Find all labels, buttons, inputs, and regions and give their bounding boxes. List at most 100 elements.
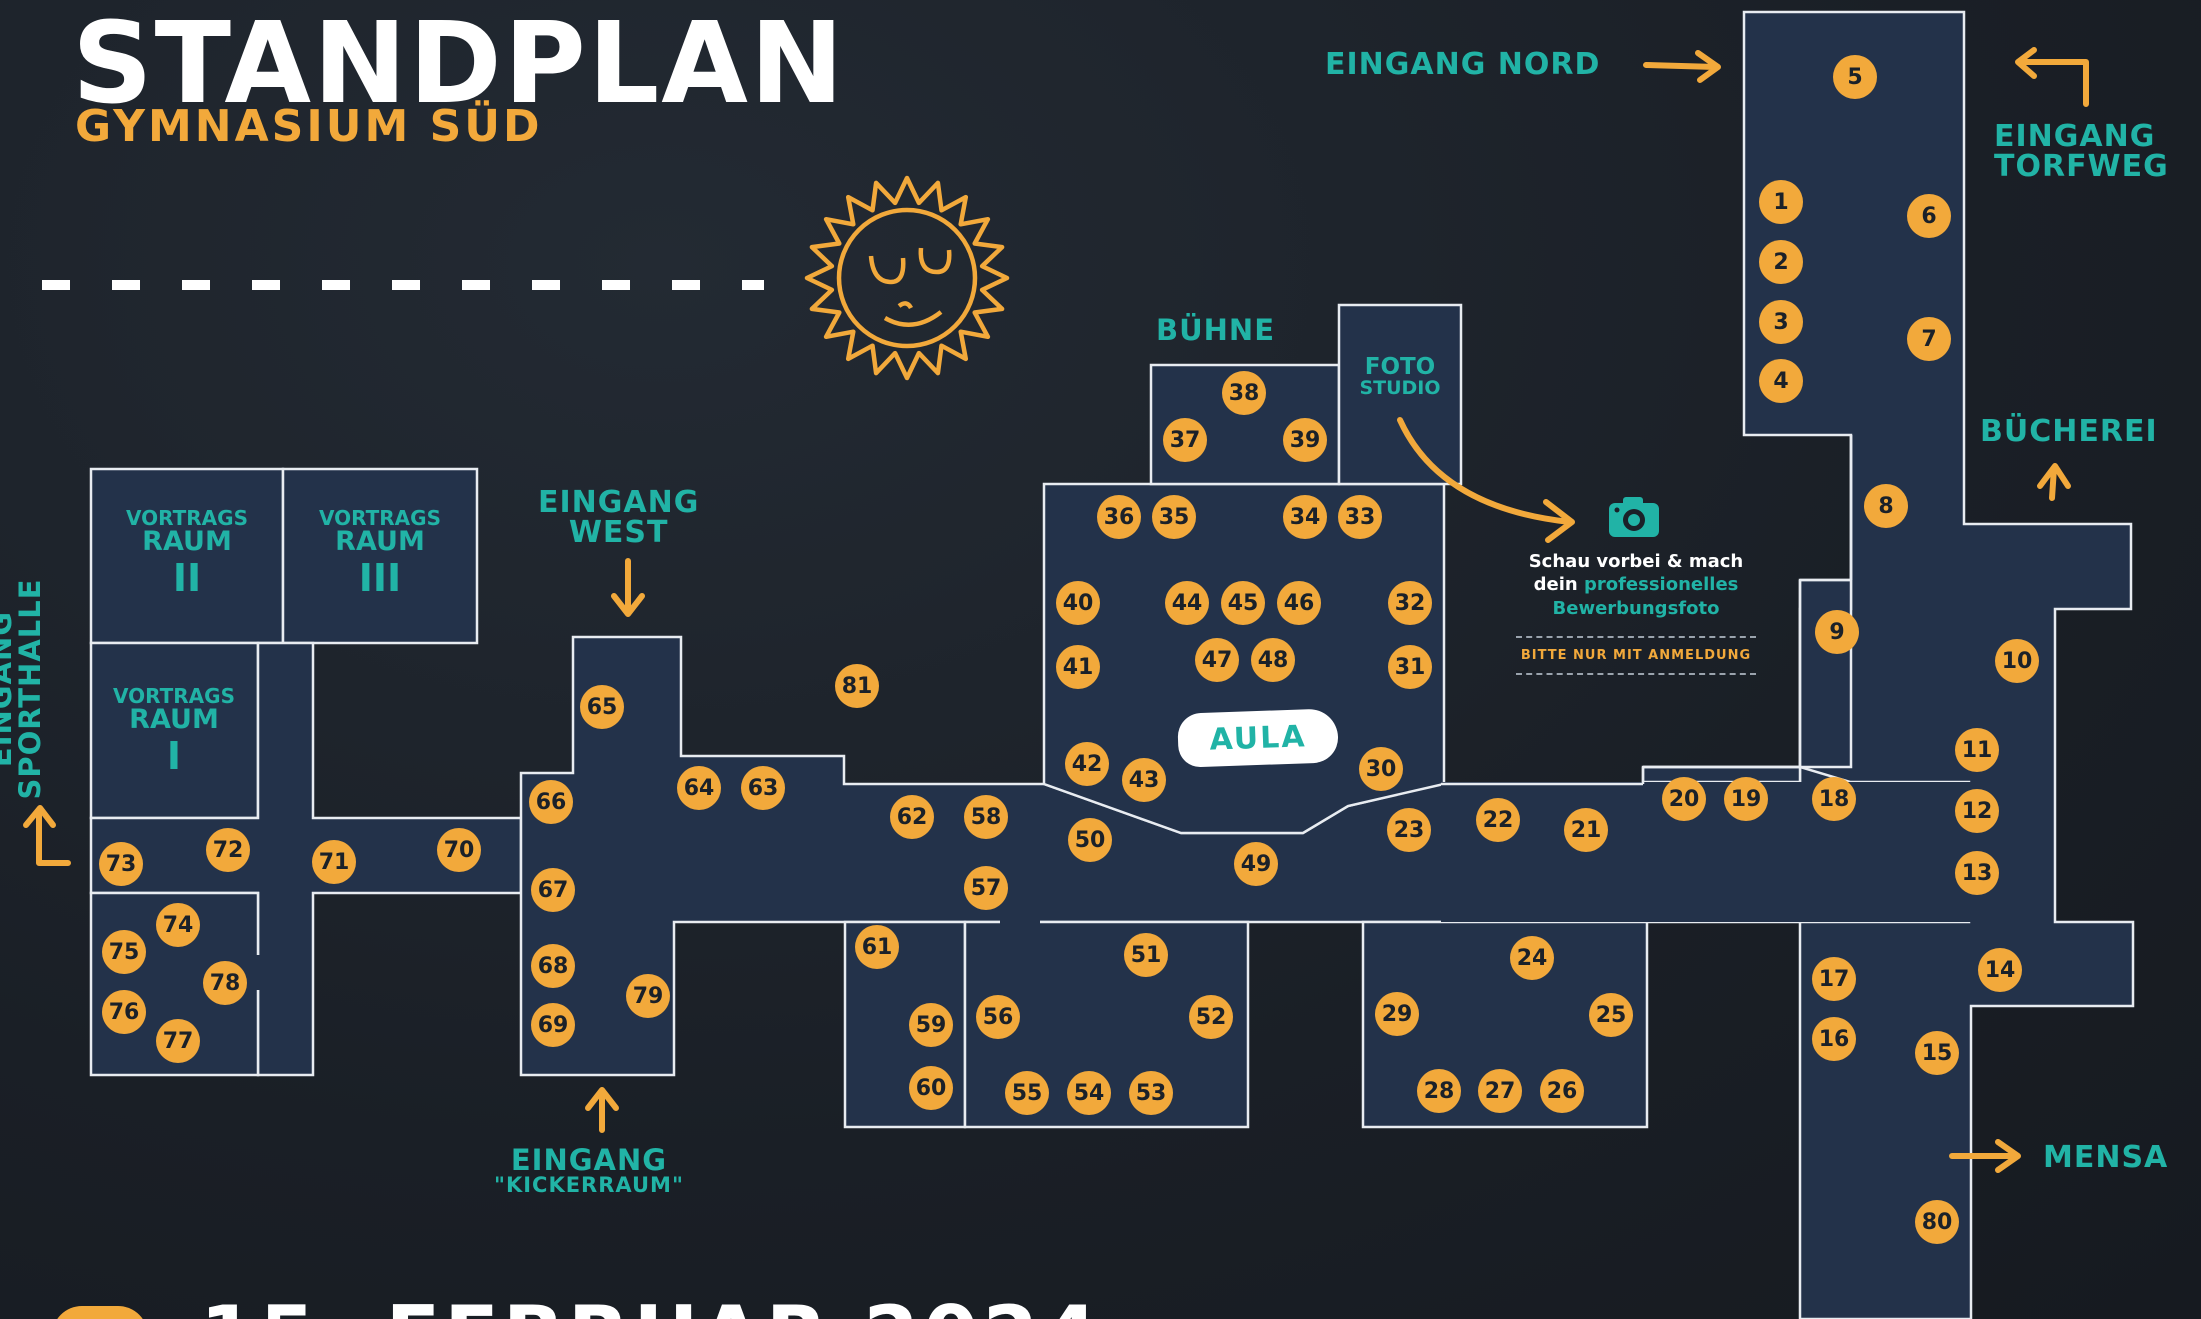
eingang-kickerraum-label: EINGANG "KICKERRAUM"	[494, 1143, 684, 1197]
stand-marker-49: 49	[1234, 842, 1278, 886]
stand-marker-1: 1	[1759, 180, 1803, 224]
stand-marker-60: 60	[909, 1066, 953, 1110]
photo-registration-note: BITTE NUR MIT ANMELDUNG	[1516, 636, 1756, 675]
stand-marker-2: 2	[1759, 240, 1803, 284]
stand-marker-61: 61	[855, 925, 899, 969]
stand-marker-7: 7	[1907, 317, 1951, 361]
stand-marker-42: 42	[1065, 742, 1109, 786]
stand-marker-38: 38	[1222, 371, 1266, 415]
stand-marker-66: 66	[529, 780, 573, 824]
stand-marker-16: 16	[1812, 1017, 1856, 1061]
stand-marker-30: 30	[1359, 747, 1403, 791]
stand-marker-3: 3	[1759, 300, 1803, 344]
stand-marker-28: 28	[1417, 1069, 1461, 1113]
stand-marker-65: 65	[580, 685, 624, 729]
stand-marker-24: 24	[1510, 936, 1554, 980]
stand-marker-14: 14	[1978, 948, 2022, 992]
stand-marker-50: 50	[1068, 818, 1112, 862]
stand-marker-6: 6	[1907, 194, 1951, 238]
stand-marker-29: 29	[1375, 992, 1419, 1036]
stand-marker-58: 58	[964, 795, 1008, 839]
eingang-west-label: EINGANG WEST	[538, 485, 700, 550]
stand-marker-37: 37	[1163, 418, 1207, 462]
stand-marker-69: 69	[531, 1003, 575, 1047]
stand-marker-19: 19	[1724, 777, 1768, 821]
eingang-torfweg-label: EINGANG TORFWEG	[1994, 119, 2169, 184]
mensa-label: MENSA	[2043, 1140, 2169, 1175]
stand-marker-13: 13	[1955, 851, 1999, 895]
stand-marker-54: 54	[1067, 1071, 1111, 1115]
stand-marker-46: 46	[1277, 581, 1321, 625]
stand-marker-68: 68	[531, 944, 575, 988]
stand-marker-64: 64	[677, 766, 721, 810]
vortragsraum-iii-label: VORTRAGS RAUM III	[319, 506, 441, 600]
sun-icon	[804, 175, 1010, 381]
stand-marker-55: 55	[1005, 1071, 1049, 1115]
stand-marker-11: 11	[1955, 728, 1999, 772]
stand-marker-10: 10	[1995, 639, 2039, 683]
stand-marker-20: 20	[1662, 777, 1706, 821]
stand-marker-31: 31	[1388, 645, 1432, 689]
stand-marker-71: 71	[312, 840, 356, 884]
stand-marker-27: 27	[1478, 1069, 1522, 1113]
camera-icon	[1609, 497, 1659, 537]
stand-marker-51: 51	[1124, 933, 1168, 977]
photo-promo-text: Schau vorbei & mach dein professionelles…	[1528, 551, 1744, 619]
stand-marker-70: 70	[437, 828, 481, 872]
stand-marker-74: 74	[156, 903, 200, 947]
stand-marker-35: 35	[1152, 495, 1196, 539]
stand-marker-81: 81	[835, 664, 879, 708]
stand-marker-72: 72	[206, 828, 250, 872]
stand-marker-17: 17	[1812, 957, 1856, 1001]
stand-marker-40: 40	[1056, 581, 1100, 625]
page-title: STANDPLAN	[72, 0, 846, 129]
stand-marker-43: 43	[1122, 758, 1166, 802]
stand-marker-67: 67	[531, 868, 575, 912]
stand-marker-52: 52	[1189, 995, 1233, 1039]
stand-marker-5: 5	[1833, 55, 1877, 99]
stand-marker-53: 53	[1129, 1071, 1173, 1115]
stand-marker-36: 36	[1097, 495, 1141, 539]
foto-studio-label: FOTO STUDIO	[1359, 354, 1441, 399]
stand-marker-73: 73	[99, 842, 143, 886]
stand-marker-23: 23	[1387, 808, 1431, 852]
stand-marker-59: 59	[909, 1003, 953, 1047]
stand-marker-34: 34	[1283, 495, 1327, 539]
buehne-label: BÜHNE	[1156, 313, 1276, 347]
stand-marker-62: 62	[890, 795, 934, 839]
eingang-nord-label: EINGANG NORD	[1325, 47, 1601, 82]
stand-marker-9: 9	[1815, 610, 1859, 654]
stand-marker-25: 25	[1589, 993, 1633, 1037]
date-badge-icon	[52, 1306, 148, 1319]
stand-marker-12: 12	[1955, 789, 1999, 833]
stand-marker-18: 18	[1812, 777, 1856, 821]
stand-marker-4: 4	[1759, 359, 1803, 403]
stand-marker-8: 8	[1864, 484, 1908, 528]
stand-marker-80: 80	[1915, 1200, 1959, 1244]
stand-marker-47: 47	[1195, 638, 1239, 682]
vortragsraum-i-label: VORTRAGS RAUM I	[113, 684, 235, 778]
stand-marker-39: 39	[1283, 418, 1327, 462]
buecherei-label: BÜCHEREI	[1980, 414, 2158, 449]
stand-marker-78: 78	[203, 961, 247, 1005]
stand-marker-15: 15	[1915, 1031, 1959, 1075]
stand-marker-76: 76	[102, 990, 146, 1034]
stand-marker-75: 75	[102, 930, 146, 974]
stand-marker-22: 22	[1476, 798, 1520, 842]
stand-marker-44: 44	[1165, 581, 1209, 625]
stand-marker-26: 26	[1540, 1069, 1584, 1113]
stand-marker-41: 41	[1056, 645, 1100, 689]
aula-label: AULA	[1177, 708, 1339, 768]
stand-marker-48: 48	[1251, 638, 1295, 682]
event-date: 15. FEBRUAR 2024	[200, 1296, 1102, 1319]
stand-marker-56: 56	[976, 995, 1020, 1039]
dashed-divider	[42, 280, 764, 290]
stand-marker-21: 21	[1564, 808, 1608, 852]
page-subtitle: GYMNASIUM SÜD	[75, 101, 543, 152]
eingang-sporthalle-label: EINGANG SPORTHALLE	[0, 578, 47, 800]
stand-marker-33: 33	[1338, 495, 1382, 539]
stand-marker-32: 32	[1388, 581, 1432, 625]
stand-marker-45: 45	[1221, 581, 1265, 625]
